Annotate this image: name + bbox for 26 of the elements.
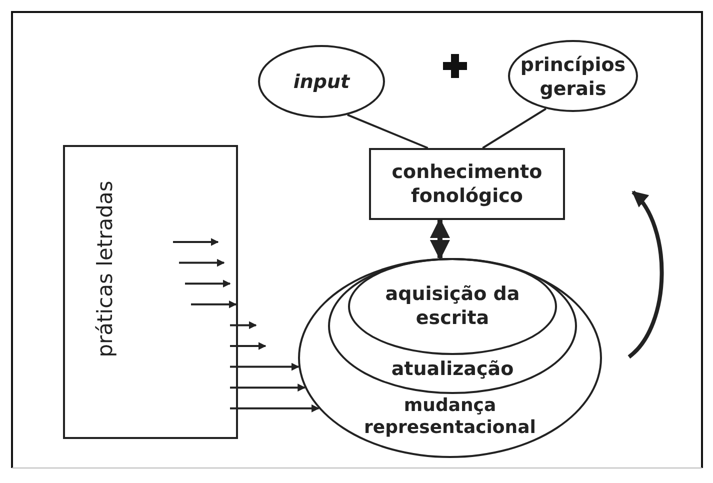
node-label: input <box>292 70 352 94</box>
node-label: atualização <box>390 357 515 381</box>
connector-line <box>482 108 546 149</box>
input-ellipse <box>258 45 385 118</box>
node-label: práticas letradas <box>93 180 117 360</box>
connector-line <box>347 114 428 149</box>
arrow <box>191 300 237 308</box>
principles-ellipse <box>508 40 638 112</box>
arrow <box>179 258 225 267</box>
node-label: conhecimento fonológico <box>390 160 544 208</box>
arrow <box>230 342 266 350</box>
practices-box <box>63 145 238 439</box>
middle-ellipse <box>328 258 577 394</box>
node-label: aquisição da escrita <box>384 282 521 330</box>
node-label: princípios gerais <box>519 53 627 101</box>
knowledge-box <box>369 148 565 220</box>
arrow <box>230 321 257 330</box>
arrow <box>185 280 231 288</box>
arrow <box>230 362 300 371</box>
outer-ellipse <box>298 258 602 458</box>
inner-ellipse <box>348 258 557 355</box>
arrow <box>173 238 219 246</box>
arrow <box>230 384 306 392</box>
arrow <box>430 218 450 260</box>
arrow <box>230 404 320 412</box>
node-label: mudança representacional <box>363 395 537 439</box>
